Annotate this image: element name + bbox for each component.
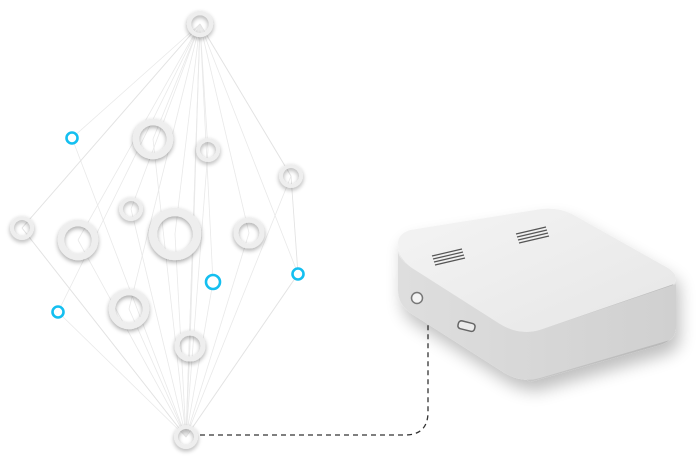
network-node-icon	[57, 219, 99, 261]
network-node-icon	[279, 164, 303, 188]
cable-line	[200, 312, 429, 436]
mesh-line	[174, 23, 201, 235]
mesh-line	[128, 308, 187, 438]
mesh-line	[71, 23, 201, 139]
vent-grille-icon	[431, 248, 466, 266]
network-node-icon	[233, 217, 265, 249]
network-node-icon	[174, 425, 198, 449]
network-nodes	[10, 10, 305, 449]
mesh-line	[77, 239, 187, 438]
mesh-line	[185, 149, 209, 438]
network-node-icon	[108, 288, 150, 330]
accent-node-icon	[51, 305, 65, 319]
network-node-icon	[196, 138, 220, 162]
mesh-line	[199, 23, 250, 234]
network-node-icon	[186, 10, 214, 38]
mesh-line	[185, 232, 250, 438]
network-node-icon	[132, 118, 174, 160]
network-mesh-lines	[21, 23, 299, 438]
usb-port-icon	[457, 320, 476, 333]
mesh-line	[152, 138, 187, 438]
mesh-line	[130, 23, 201, 210]
vent-grille-icon	[515, 226, 550, 244]
mesh-line	[57, 23, 201, 313]
mesh-line	[130, 208, 187, 438]
router-box-icon	[398, 208, 676, 382]
mesh-line	[152, 23, 201, 140]
mesh-line	[21, 227, 187, 438]
network-node-icon	[148, 207, 202, 261]
mesh-line	[57, 311, 187, 438]
network-node-icon	[119, 197, 143, 221]
mesh-line	[185, 281, 214, 438]
mesh-line	[71, 137, 187, 438]
mesh-line	[290, 175, 299, 275]
mesh-line	[199, 23, 214, 283]
network-node-icon	[10, 216, 34, 240]
mesh-line	[199, 23, 292, 177]
round-port-icon	[410, 291, 424, 305]
mesh-line	[21, 23, 201, 229]
accent-node-icon	[291, 267, 305, 281]
accent-node-icon	[65, 131, 79, 145]
mesh-line	[185, 273, 299, 438]
mesh-line	[199, 23, 299, 275]
mesh-line	[185, 175, 292, 438]
mesh-line	[128, 23, 201, 310]
accent-node-icon	[204, 273, 222, 291]
network-node-icon	[174, 330, 206, 362]
